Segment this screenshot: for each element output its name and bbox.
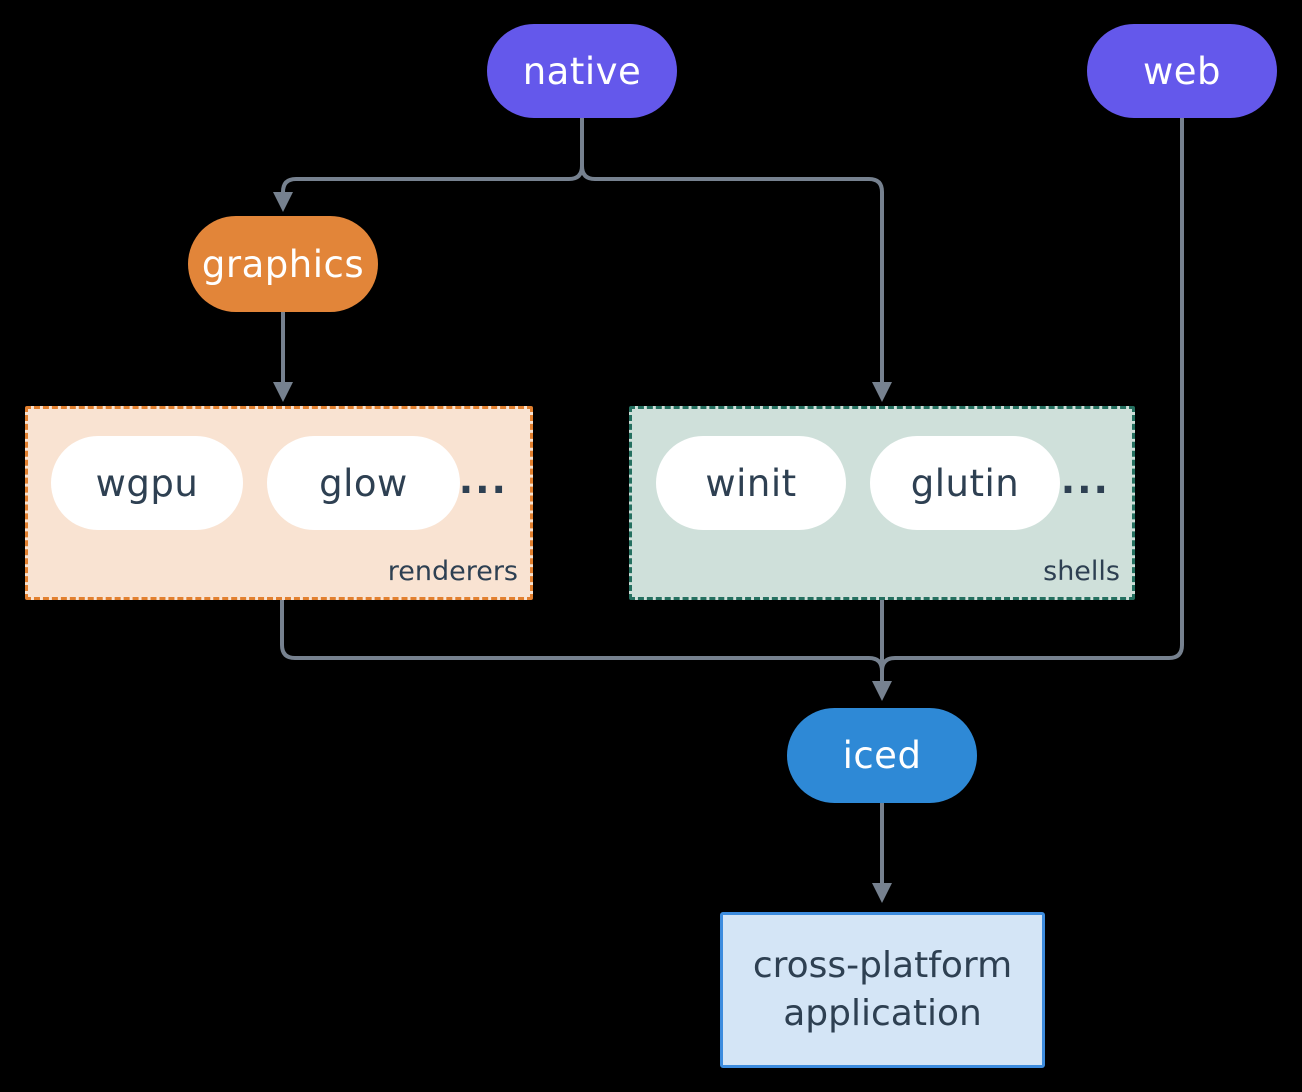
node-wgpu-label: wgpu (95, 461, 199, 505)
node-glutin: glutin (870, 436, 1060, 530)
node-glow: glow (267, 436, 460, 530)
edge-native-shells (580, 116, 892, 402)
node-iced: iced (787, 708, 977, 803)
node-native-label: native (522, 49, 642, 93)
node-graphics: graphics (188, 216, 378, 312)
app-box-line1: cross-platform (752, 945, 1013, 986)
shells-group-label: shells (1043, 556, 1120, 587)
node-winit: winit (656, 436, 846, 530)
node-glutin-label: glutin (910, 461, 1020, 505)
node-wgpu: wgpu (51, 436, 243, 530)
group-shells: winit glutin ... shells (629, 406, 1135, 600)
node-graphics-label: graphics (201, 242, 365, 286)
node-iced-label: iced (842, 734, 922, 777)
node-glow-label: glow (319, 461, 408, 505)
renderers-ellipsis: ... (458, 458, 508, 502)
node-winit-label: winit (705, 461, 797, 505)
node-cross-platform-application: cross-platform application (720, 912, 1045, 1068)
node-native: native (487, 24, 677, 118)
node-web-label: web (1142, 49, 1221, 93)
shells-ellipsis: ... (1060, 458, 1110, 502)
group-renderers: wgpu glow ... renderers (25, 406, 533, 600)
edge-native-graphics (273, 116, 584, 212)
edge-renderers-iced (280, 598, 884, 673)
renderers-group-label: renderers (387, 556, 518, 587)
node-web: web (1087, 24, 1277, 118)
app-box-line2: application (783, 993, 982, 1034)
